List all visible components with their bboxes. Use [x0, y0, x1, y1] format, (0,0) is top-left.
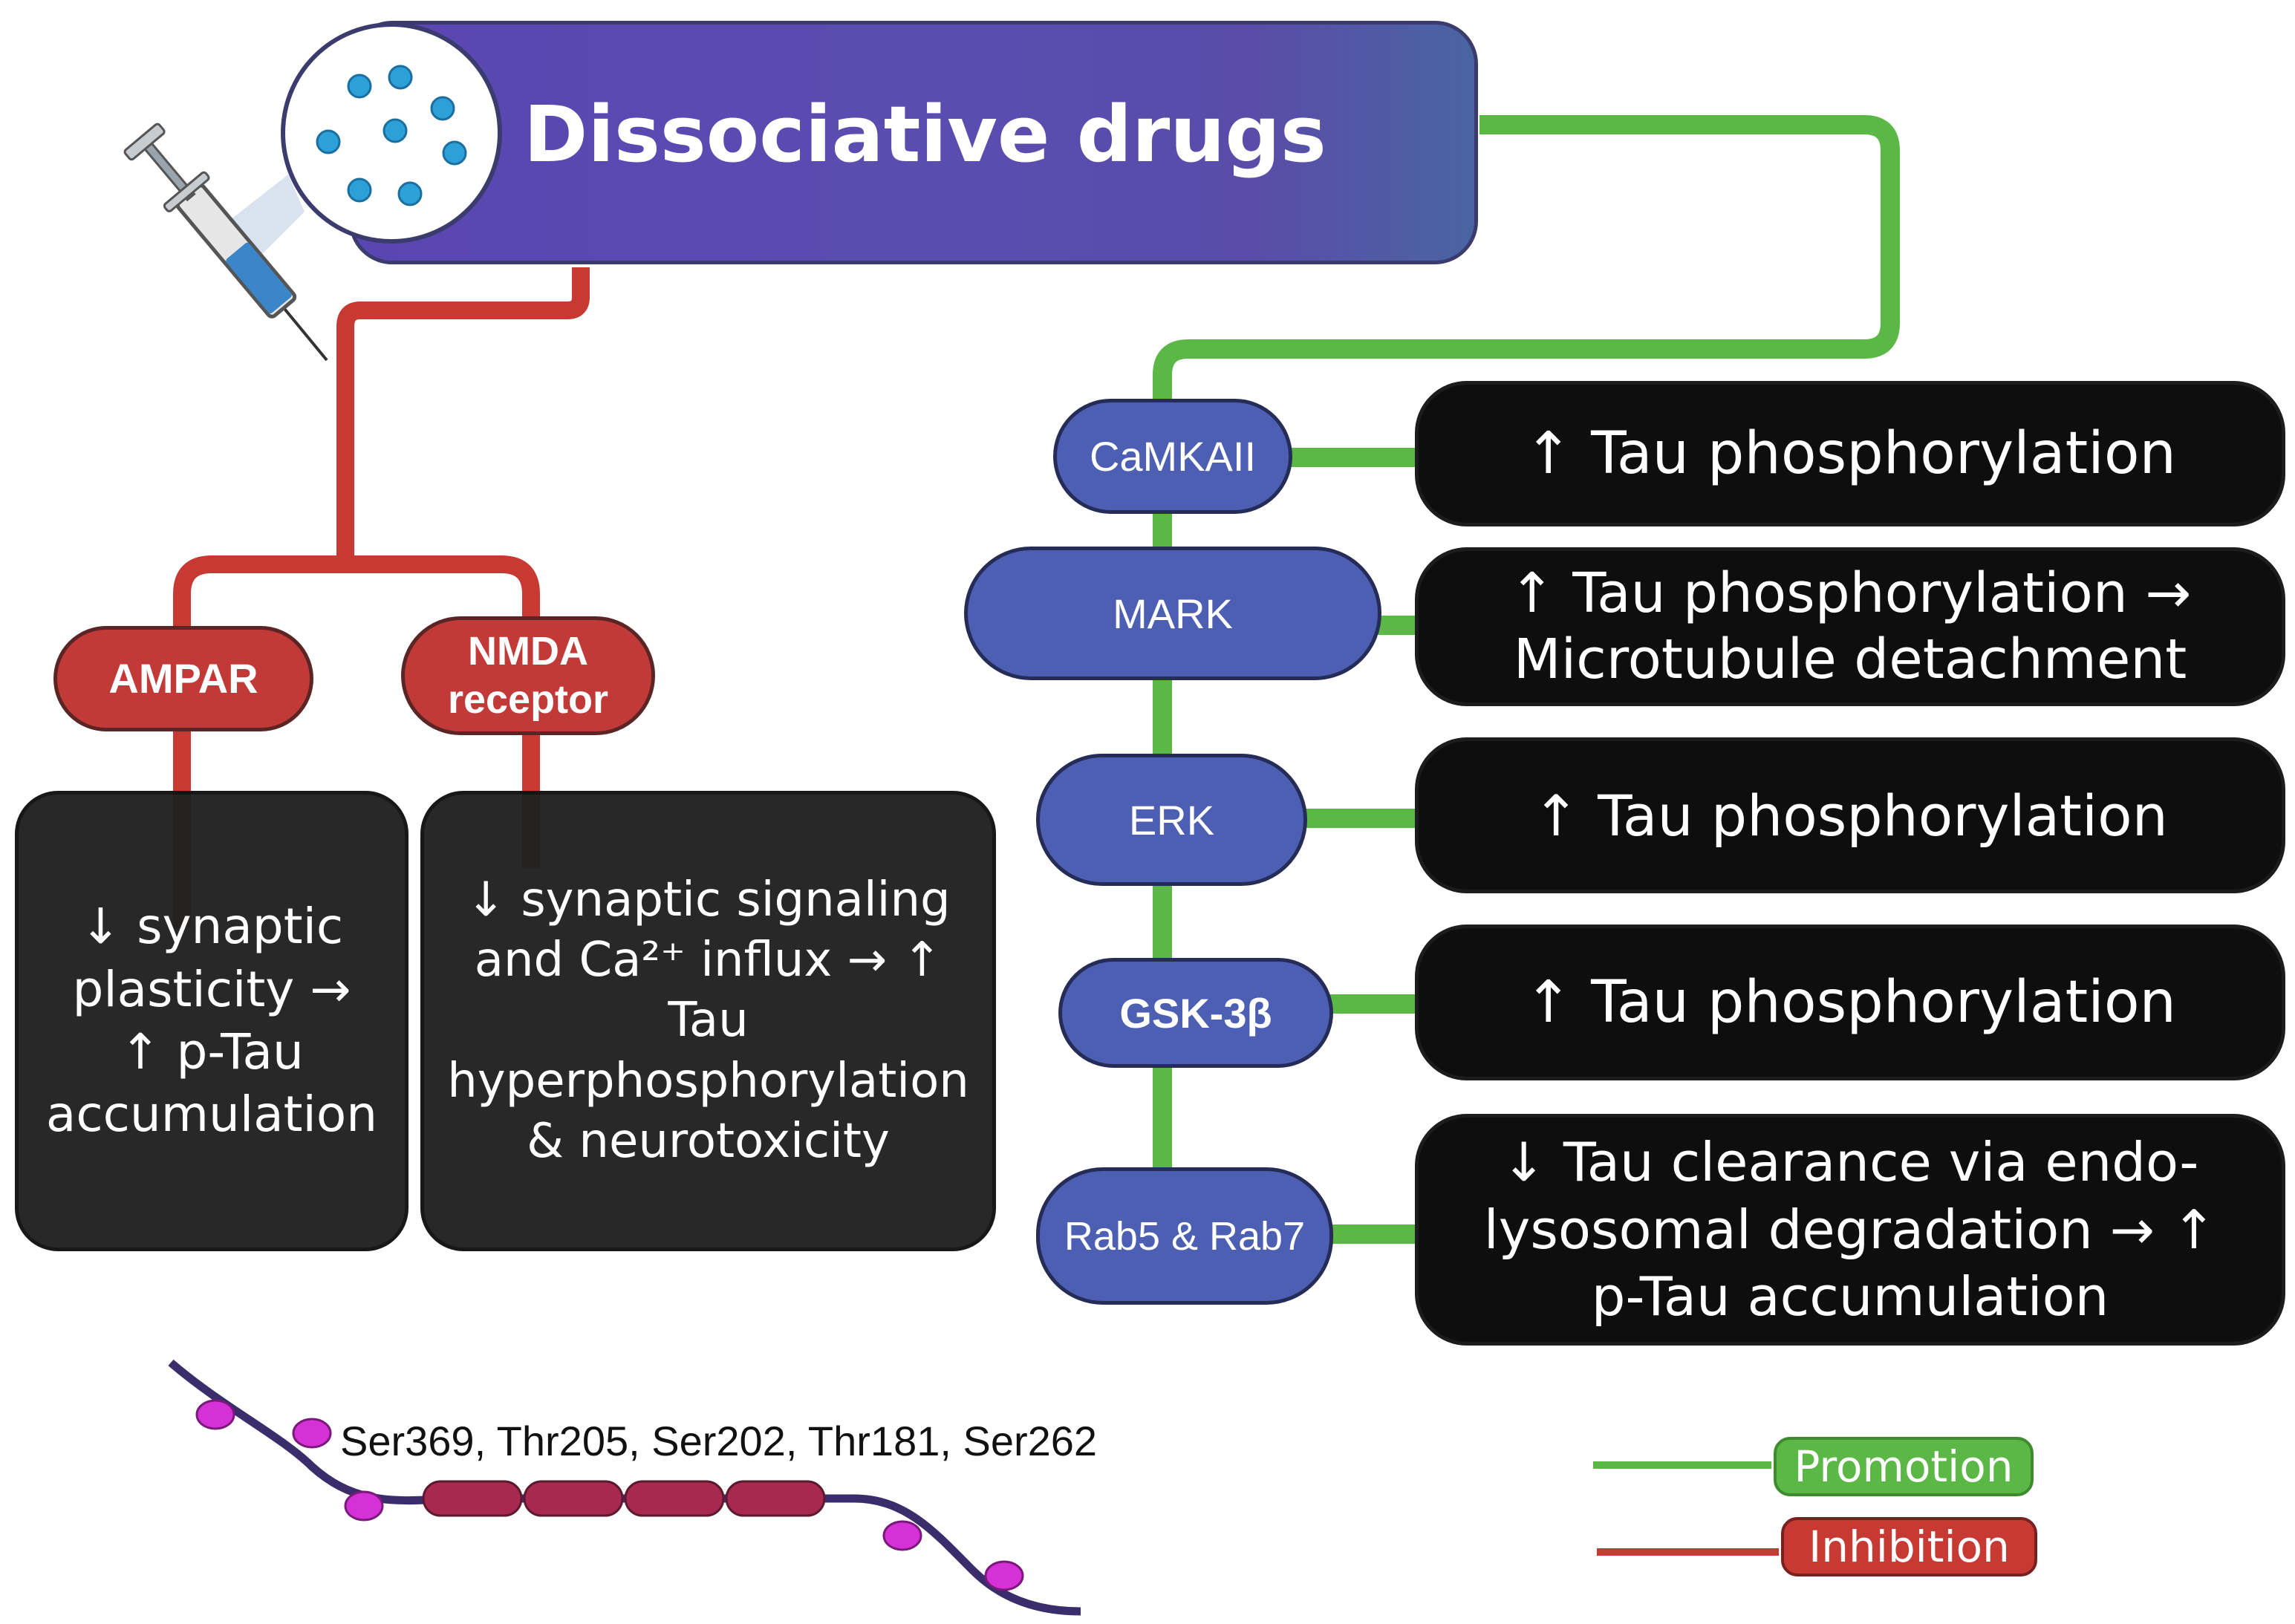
tau-sites-label: Ser369, Thr205, Ser202, Thr181, Ser262: [340, 1418, 1098, 1464]
legend-promotion-label: Promotion: [1774, 1437, 2034, 1496]
phospho-site: [984, 1560, 1024, 1591]
camkii-effect-box: ↑ Tau phosphorylation: [1415, 381, 2285, 526]
tau-backbone: [168, 1359, 1081, 1616]
syringe-icon: [123, 123, 328, 362]
molecule-dots: [316, 65, 467, 206]
drug-molecules-icon: [281, 22, 502, 244]
phospho-site: [195, 1399, 235, 1430]
gsk3b-effect-box: ↑ Tau phosphorylation: [1415, 924, 2285, 1080]
phospho-site: [292, 1418, 332, 1449]
tau-protein-icon: [168, 1359, 1081, 1616]
nmda-receptor-node[interactable]: NMDA receptor: [401, 616, 655, 735]
rab-effect-box: ↓ Tau clearance via endo- lysosomal degr…: [1415, 1114, 2285, 1346]
phospho-site: [882, 1520, 922, 1551]
promotion-connectors: [1153, 115, 1900, 1244]
red-trunk-line: [336, 267, 590, 564]
camkii-node[interactable]: CaMKAII: [1053, 399, 1292, 514]
tau-repeat-domain: [725, 1480, 826, 1517]
diagram-title: Dissociative drugs: [524, 89, 1326, 180]
rab5-rab7-node[interactable]: Rab5 & Rab7: [1036, 1167, 1333, 1305]
title-banner: [349, 21, 1478, 264]
legend-inhibition-label: Inhibition: [1781, 1517, 2037, 1576]
ampar-effect-box: ↓ synaptic plasticity → ↑ p-Tau accumula…: [15, 791, 408, 1251]
mark-node[interactable]: MARK: [964, 547, 1381, 680]
red-split-line: [173, 555, 540, 639]
tau-repeat-domain: [422, 1480, 523, 1517]
mark-effect-box: ↑ Tau phosphorylation → Microtubule deta…: [1415, 547, 2285, 706]
erk-node[interactable]: ERK: [1036, 754, 1307, 886]
nmda-effect-box: ↓ synaptic signaling and Ca²⁺ influx → ↑…: [420, 791, 996, 1251]
phospho-site: [344, 1490, 384, 1522]
tau-repeat-domain: [523, 1480, 624, 1517]
green-trunk-line: [1153, 115, 1900, 1225]
tau-repeat-domain: [624, 1480, 725, 1517]
ampar-node[interactable]: AMPAR: [53, 626, 313, 731]
gsk3b-node[interactable]: GSK-3β: [1058, 958, 1333, 1068]
erk-effect-box: ↑ Tau phosphorylation: [1415, 737, 2285, 893]
